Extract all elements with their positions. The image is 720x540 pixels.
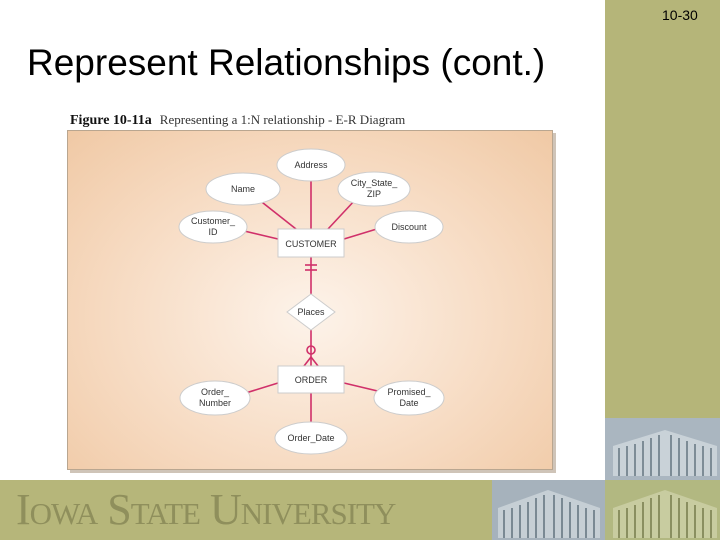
attr-customer-id-line2: ID <box>209 227 219 237</box>
entity-order: ORDER <box>295 375 328 385</box>
attr-city-state-zip-line2: ZIP <box>367 189 381 199</box>
attr-discount-shape <box>374 210 444 244</box>
university-wordmark: Iowa State University <box>16 485 396 534</box>
relationship-places-shape <box>286 293 336 331</box>
attr-name: Name <box>231 184 255 194</box>
crow-foot-right <box>310 356 319 367</box>
figure-caption-text: Representing a 1:N relationship - E-R Di… <box>159 112 406 127</box>
figure-caption: Figure 10-11a Representing a 1:N relation… <box>70 112 405 129</box>
attr-order-number-line1: Order_ <box>201 387 230 397</box>
attr-order-date-shape <box>274 421 348 455</box>
attr-address-shape <box>276 148 346 182</box>
attr-customer-id-line1: Customer_ <box>191 216 236 226</box>
slide-title: Represent Relationships (cont.) <box>27 42 546 83</box>
er-diagram-panel: Address Name City_State_ ZIP Customer_ I… <box>67 130 553 470</box>
attr-discount: Discount <box>391 222 427 232</box>
edge-city-state-zip <box>327 198 357 230</box>
attr-promised-date-line2: Date <box>399 398 418 408</box>
entity-customer-shape <box>277 228 345 258</box>
edge-discount <box>343 227 381 240</box>
attr-city-state-zip-shape <box>337 171 411 207</box>
attr-customer-id-shape <box>178 210 248 244</box>
edge-customer-id <box>239 229 279 240</box>
entity-customer: CUSTOMER <box>285 239 337 249</box>
attr-promised-date-shape <box>373 380 445 416</box>
cardinality-optional-mark <box>306 345 316 355</box>
attr-order-number-line2: Number <box>199 398 231 408</box>
slide-number: 10-30 <box>662 7 698 23</box>
attr-city-state-zip-line1: City_State_ <box>351 178 399 188</box>
building-graphic-top <box>605 418 720 480</box>
edge-name <box>257 198 297 230</box>
figure-label: Figure 10-11a <box>70 113 152 128</box>
attr-name-shape <box>205 172 281 206</box>
attr-order-number-shape <box>179 380 251 416</box>
building-graphic-bottom-right <box>605 480 720 540</box>
relationship-places: Places <box>297 307 325 317</box>
attr-address: Address <box>294 160 328 170</box>
entity-order-shape <box>277 365 345 394</box>
attr-promised-date-line1: Promised_ <box>387 387 431 397</box>
attr-order-date: Order_Date <box>287 433 334 443</box>
er-diagram: Address Name City_State_ ZIP Customer_ I… <box>178 148 445 455</box>
building-graphic-bottom-left <box>492 480 605 540</box>
crow-foot-left <box>303 356 312 367</box>
